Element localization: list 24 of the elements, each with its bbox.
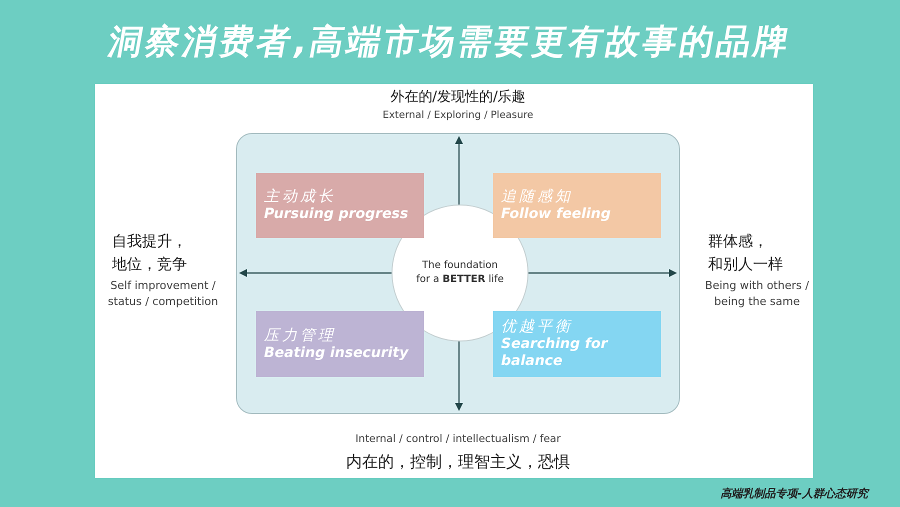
quadrant-subtitle: Pursuing progress <box>264 206 408 224</box>
circle-label: The foundation for a BETTER life <box>415 259 505 287</box>
quadrant-subtitle: Beating insecurity <box>264 344 408 362</box>
title: 洞察消费者,高端市场需要更有故事的品牌 <box>105 22 795 63</box>
axis-label: 内在的，控制，理智主义，恐惧 <box>346 452 570 473</box>
quadrant-subtitle: Follow feeling <box>501 206 611 224</box>
axis-label: Self improvement / status / competition <box>106 278 220 310</box>
axis-label: 群体感，和别人一样 <box>708 231 784 274</box>
source-note: 高端乳制品专项-人群心态研究 <box>720 487 868 502</box>
quadrant-panel <box>236 133 680 414</box>
quadrant-title: 压力管理 <box>264 326 336 345</box>
quadrant-box <box>493 173 661 238</box>
axis-label: 外在的/发现性的/乐趣 <box>390 88 526 106</box>
quadrant-box <box>256 173 424 238</box>
axis-label: Internal / control / intellectualism / fear <box>355 433 561 447</box>
quadrant-box <box>256 311 424 377</box>
quadrant-subtitle: Searching for balance <box>501 336 610 371</box>
quadrant-title: 主动成长 <box>264 187 336 206</box>
quadrant-box <box>493 311 661 377</box>
axis-label: 自我提升，地位，竞争 <box>112 231 188 274</box>
axis-label: External / Exploring / Pleasure <box>382 109 534 122</box>
axis-label: Being with others / being the same <box>704 278 810 310</box>
quadrant-title: 追随感知 <box>501 187 573 206</box>
quadrant-title: 优越平衡 <box>501 317 573 336</box>
